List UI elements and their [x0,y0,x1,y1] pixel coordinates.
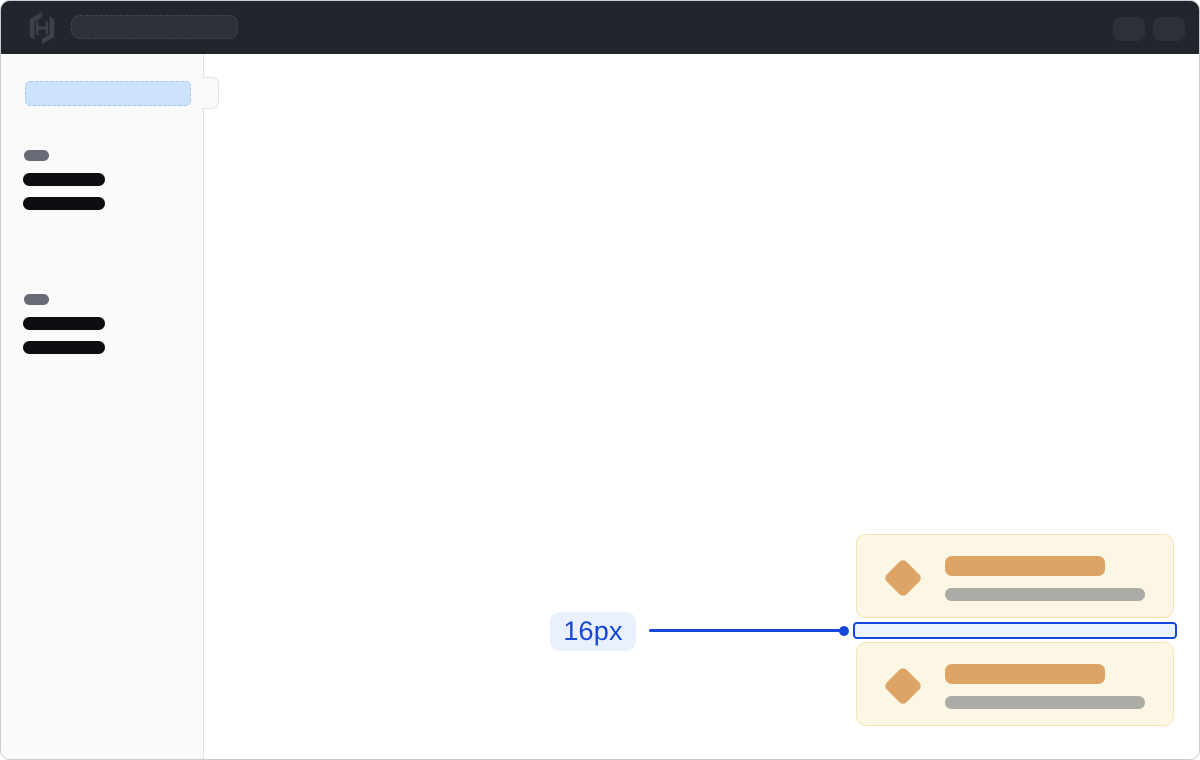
diamond-icon [883,666,923,706]
main-content: 16px [204,54,1199,759]
list-item-card[interactable] [856,534,1174,618]
search-input-skeleton[interactable] [71,15,238,39]
card-title-skeleton [945,664,1105,684]
sidebar-group-1-item-skeleton[interactable] [23,173,105,186]
topbar-button-skeleton-2[interactable] [1153,17,1185,41]
measure-dot [839,626,849,636]
spacing-measure-label: 16px [550,612,636,651]
spacing-gap-highlight [853,622,1177,639]
sidebar-group-1-item-skeleton[interactable] [23,197,105,210]
topbar [1,1,1199,54]
sidebar-group-2-heading-skeleton [24,294,49,305]
hashicorp-logo-icon[interactable] [25,11,59,45]
measure-leader-line [649,629,842,632]
diamond-icon [883,558,923,598]
card-title-skeleton [945,556,1105,576]
list-item-card[interactable] [856,642,1174,726]
sidebar-toggle-handle[interactable] [202,77,219,109]
topbar-button-skeleton-1[interactable] [1113,17,1145,41]
sidebar-active-item-skeleton[interactable] [25,81,191,106]
sidebar-group-1-heading-skeleton [24,150,49,161]
sidebar-group-2-item-skeleton[interactable] [23,341,105,354]
card-text-skeleton [945,588,1145,601]
sidebar-group-2-item-skeleton[interactable] [23,317,105,330]
sidebar [1,54,219,759]
card-text-skeleton [945,696,1145,709]
